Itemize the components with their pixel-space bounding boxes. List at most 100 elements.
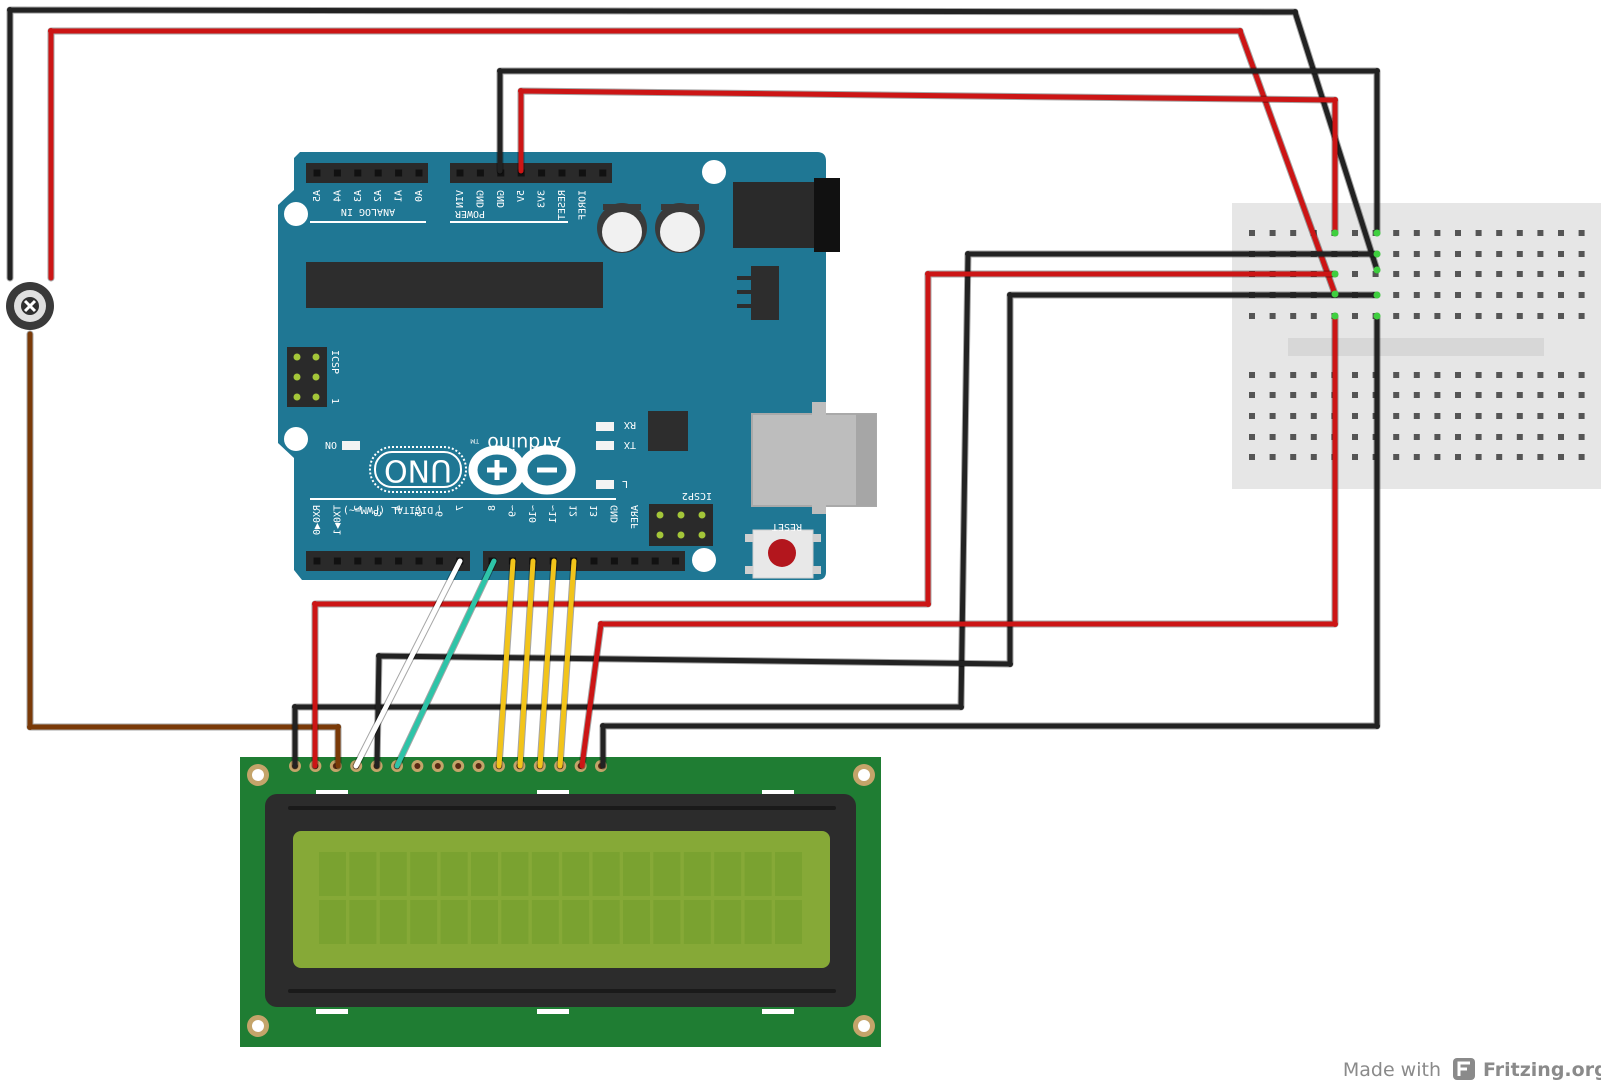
breadboard (1232, 203, 1601, 489)
power-pin-label: 5V (516, 190, 527, 202)
digital-pin-label: ~3 (373, 505, 384, 517)
breadboard-hole (1496, 413, 1503, 419)
reset-button[interactable] (745, 529, 821, 579)
breadboard-hole (1475, 271, 1482, 277)
breadboard-hole (1352, 230, 1358, 236)
analog-pin-label: A1 (394, 190, 405, 202)
breadboard-hole (1558, 292, 1564, 298)
connection-dot (1331, 270, 1339, 278)
breadboard-hole (1516, 413, 1523, 419)
breadboard-hole (1434, 413, 1441, 419)
fritzing-brand-text: Fritzing.org (1483, 1059, 1601, 1080)
breadboard-hole (1496, 454, 1503, 460)
header-pin (672, 557, 680, 565)
arduino-brand-text: Arduino (487, 432, 561, 454)
breadboard-hole (1352, 392, 1358, 398)
lcd-cell (440, 852, 468, 896)
breadboard-hole (1578, 413, 1585, 419)
breadboard-hole (1558, 313, 1564, 319)
mounting-hole (284, 202, 308, 226)
connection-dot (1373, 250, 1381, 258)
breadboard-hole (1249, 392, 1255, 398)
header-pin (590, 557, 598, 565)
lcd-cell (623, 900, 650, 944)
breadboard-hole (1455, 454, 1461, 460)
digital-pin-label: AREF (630, 505, 641, 529)
lcd-cell (775, 852, 802, 896)
breadboard-hole (1578, 392, 1585, 398)
breadboard-hole (1475, 251, 1482, 257)
breadboard-hole (1537, 251, 1544, 257)
header-pin (538, 169, 546, 177)
breadboard-hole (1290, 313, 1297, 319)
lcd-cell (349, 900, 377, 944)
breadboard-hole (1249, 313, 1255, 319)
analog-pin-label: A5 (312, 190, 323, 202)
on-led (342, 441, 360, 450)
breadboard-hole (1413, 372, 1420, 378)
breadboard-hole (1310, 434, 1317, 440)
breadboard-hole (1516, 292, 1523, 298)
digital-pin-label: ~9 (507, 505, 518, 517)
breadboard-hole (1269, 313, 1276, 319)
digital-pin-label: ~5 (414, 505, 425, 517)
breadboard-hole (1352, 434, 1358, 440)
digital-pin-label: 8 (487, 505, 498, 511)
breadboard-hole (1434, 313, 1441, 319)
breadboard-hole (1413, 434, 1420, 440)
lcd-cell (501, 900, 529, 944)
icsp-header (287, 347, 327, 407)
breadboard-hole (1537, 392, 1544, 398)
header-pin (395, 169, 403, 177)
lcd-cell (410, 852, 438, 896)
header-pin (578, 169, 586, 177)
analog-pin-label: A0 (414, 190, 425, 202)
lcd-cell (471, 852, 498, 896)
breadboard-hole (1290, 392, 1297, 398)
capacitor (597, 203, 647, 253)
breadboard-hole (1434, 251, 1441, 257)
breadboard-hole (1269, 413, 1276, 419)
breadboard-hole (1290, 230, 1297, 236)
breadboard-hole (1393, 292, 1400, 298)
breadboard-hole (1455, 313, 1461, 319)
breadboard-hole (1537, 230, 1544, 236)
power-pin-label: RESET (557, 190, 568, 220)
mounting-hole (284, 427, 308, 451)
breadboard-hole (1496, 230, 1503, 236)
digital-pin-label: 12 (569, 505, 580, 517)
trademark-text: TM (470, 437, 480, 444)
breadboard-hole (1516, 392, 1523, 398)
breadboard-hole (1558, 434, 1564, 440)
lcd-cell (410, 900, 438, 944)
header-pin (610, 557, 618, 565)
reset-button-cap[interactable] (768, 539, 796, 567)
breadboard-hole (1516, 313, 1523, 319)
power-pin-label: IOREF (577, 190, 588, 220)
lcd-backlight-cathode-wire (600, 313, 1380, 769)
lcd-cell (775, 900, 802, 944)
breadboard-hole (1537, 413, 1544, 419)
breadboard-hole (1455, 292, 1461, 298)
breadboard-hole (1475, 392, 1482, 398)
lcd-character-cells (319, 852, 802, 944)
breadboard-hole (1558, 413, 1564, 419)
lcd-cell (744, 852, 772, 896)
analog-pin-label: A2 (373, 190, 384, 202)
icsp2-label: ICSP2 (682, 490, 712, 501)
lcd-d5-wire (517, 558, 536, 769)
power-pin-label: GND (496, 190, 507, 208)
breadboard-hole (1537, 454, 1544, 460)
breadboard-hole (1496, 313, 1503, 319)
tx-label: TX (624, 439, 636, 450)
breadboard-hole (1269, 372, 1276, 378)
breadboard-hole (1558, 454, 1564, 460)
breadboard-hole (1393, 313, 1400, 319)
connection-dot (1373, 229, 1381, 237)
breadboard-hole (1393, 454, 1400, 460)
header-pin (415, 169, 423, 177)
dc-power-jack-end (814, 178, 840, 252)
analog-pin-label: A3 (353, 190, 364, 202)
voltage-regulator (751, 266, 779, 320)
